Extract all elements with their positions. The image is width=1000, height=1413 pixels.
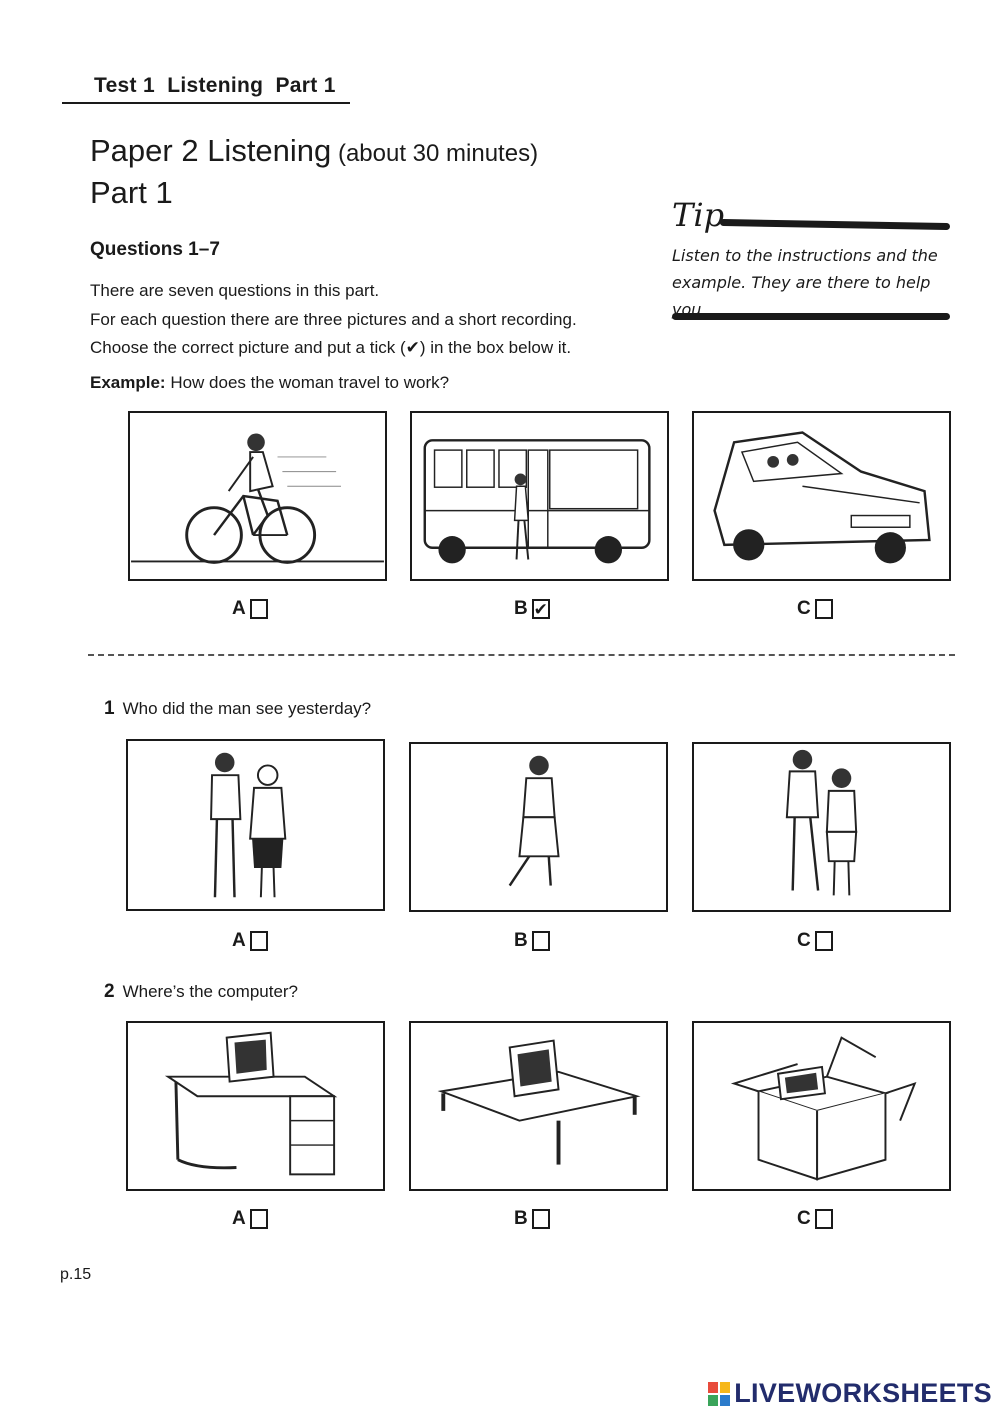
question-number: 2 — [104, 981, 115, 1002]
tip-title: Tip — [672, 196, 725, 234]
option-letter: A — [232, 598, 246, 619]
example-checkbox-b[interactable]: ✔ — [531, 599, 550, 619]
q1-option-b: B — [514, 930, 550, 952]
option-letter: C — [797, 930, 811, 951]
example-option-b: B ✔ — [514, 598, 550, 620]
couple-illustration — [785, 749, 858, 896]
tip-bottom-rule — [672, 313, 950, 320]
q1-option-c: C — [797, 930, 833, 952]
paper-title-duration: (about 30 minutes) — [331, 140, 539, 167]
instruction-line-3: Choose the correct picture and put a tic… — [90, 338, 572, 357]
q2-picture-b-computer-under-table — [409, 1021, 668, 1191]
question-text: Who did the man see yesterday? — [122, 699, 372, 718]
example-question: Example: How does the woman travel to wo… — [90, 373, 449, 393]
q2-checkbox-c[interactable] — [814, 1209, 833, 1229]
liveworksheets-logo-icon — [708, 1381, 731, 1406]
q1-checkbox-a[interactable] — [249, 931, 268, 951]
q1-picture-c-couple — [692, 742, 951, 912]
instruction-line-1: There are seven questions in this part. — [90, 281, 380, 300]
questions-heading: Questions 1–7 — [90, 239, 220, 260]
example-label: Example: — [90, 373, 166, 392]
q1-checkbox-b[interactable] — [531, 931, 550, 951]
q2-checkbox-b[interactable] — [531, 1209, 550, 1229]
example-checkbox-a[interactable] — [249, 599, 268, 619]
part-title: Part 1 — [90, 175, 173, 210]
question-text: Where’s the computer? — [122, 982, 299, 1001]
q1-checkbox-c[interactable] — [814, 931, 833, 951]
table-computer-illustration — [437, 1039, 641, 1165]
option-letter: B — [514, 930, 528, 951]
option-letter: B — [514, 1208, 528, 1229]
desk-computer-illustration — [164, 1031, 338, 1176]
example-picture-b-bus — [410, 411, 669, 581]
paper-title: Paper 2 Listening (about 30 minutes) — [90, 133, 538, 169]
option-letter: B — [514, 598, 528, 619]
q2-option-a: A — [232, 1208, 268, 1230]
tip-top-rule — [719, 218, 951, 231]
example-divider — [88, 654, 955, 656]
question-number: 1 — [104, 698, 115, 719]
option-letter: A — [232, 930, 246, 951]
q1-picture-b-woman — [409, 742, 668, 912]
example-option-a: A — [232, 598, 268, 620]
example-checkbox-c[interactable] — [814, 599, 833, 619]
q2-checkbox-a[interactable] — [249, 1209, 268, 1229]
people-illustration — [210, 752, 287, 898]
example-picture-c-car — [692, 411, 951, 581]
header-rule — [62, 102, 350, 104]
instruction-line-2: For each question there are three pictur… — [90, 310, 577, 329]
example-option-c: C — [797, 598, 833, 620]
page-number: p.15 — [60, 1266, 92, 1283]
option-letter: C — [797, 1208, 811, 1229]
q2-option-c: C — [797, 1208, 833, 1230]
option-letter: C — [797, 598, 811, 619]
woman-illustration — [508, 755, 560, 887]
bicycle-illustration — [131, 433, 384, 564]
q2-picture-c-computer-in-box — [692, 1021, 951, 1191]
bus-illustration — [423, 439, 651, 564]
paper-title-main: Paper 2 Listening — [90, 133, 332, 168]
liveworksheets-logo[interactable]: LIVEWORKSHEETS — [708, 1378, 992, 1409]
option-letter: A — [232, 1208, 246, 1229]
header-title: Test 1 Listening Part 1 — [94, 74, 336, 97]
example-picture-a-bicycle — [128, 411, 387, 581]
q1-picture-a-man-and-older-woman — [126, 739, 385, 911]
example-question-text: How does the woman travel to work? — [165, 373, 450, 392]
box-computer-illustration — [730, 1036, 917, 1181]
q2-option-b: B — [514, 1208, 550, 1230]
tip-text: Listen to the instructions and the examp… — [672, 246, 938, 319]
logo-text: LIVEWORKSHEETS — [734, 1378, 992, 1408]
q1-option-a: A — [232, 930, 268, 952]
question-2: 2 Where’s the computer? — [104, 981, 298, 1003]
car-illustration — [713, 431, 931, 564]
q2-picture-a-computer-on-desk — [126, 1021, 385, 1191]
question-1: 1 Who did the man see yesterday? — [104, 698, 371, 720]
